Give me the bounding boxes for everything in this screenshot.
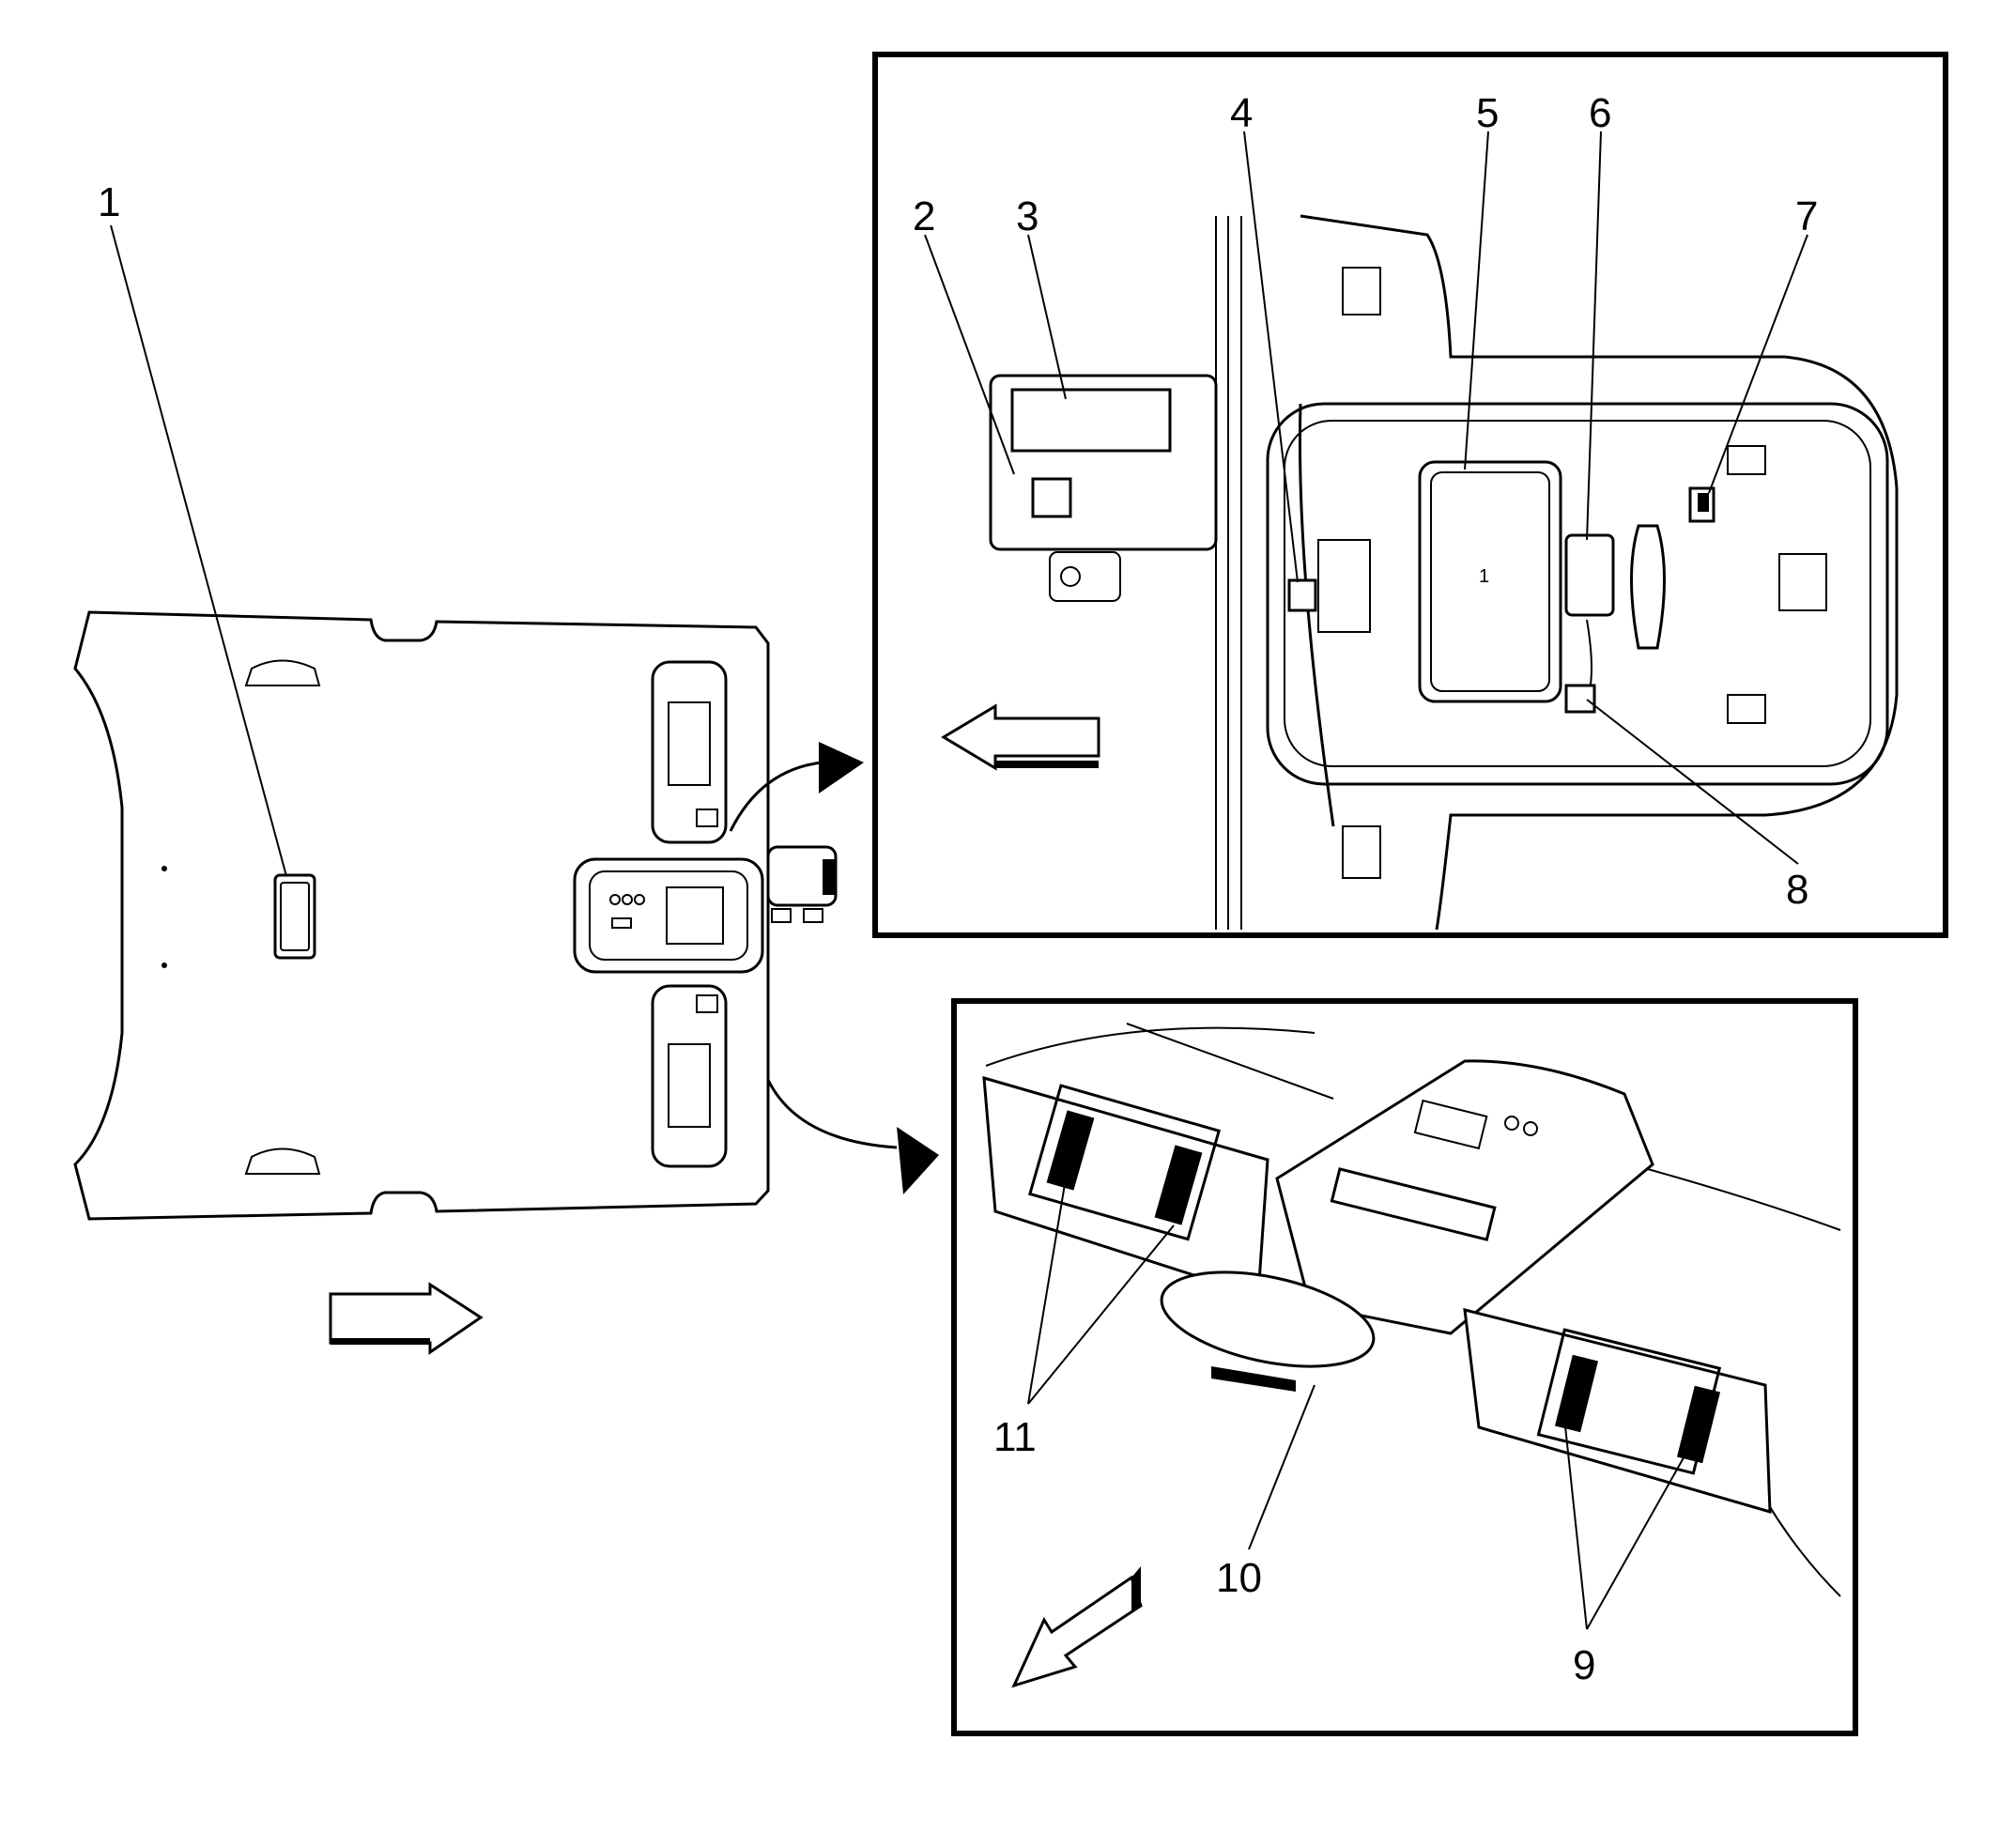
direction-arrow-icon (329, 1282, 484, 1355)
lamp-lens (1418, 460, 1562, 703)
headliner-overview (73, 610, 838, 1221)
callout-9: 9 (1573, 1642, 1595, 1688)
callout-4: 4 (1230, 90, 1253, 136)
lower-sunvisor (651, 984, 728, 1168)
module-connector (1564, 684, 1596, 714)
svg-text:1: 1 (1479, 566, 1489, 587)
callout-8: 8 (1786, 867, 1808, 913)
leader-lines (110, 131, 1808, 1630)
callout-7: 7 (1795, 193, 1818, 239)
callout-10: 10 (1216, 1555, 1262, 1601)
console-bezel (1266, 402, 1889, 786)
rearview-mirror (1160, 1270, 1376, 1368)
callout-3: 3 (1016, 193, 1038, 239)
courtesy-switch (1287, 578, 1317, 612)
module-housing (989, 374, 1218, 551)
callout-11: 11 (993, 1414, 1037, 1460)
overhead-console-detail-panel: 1 (872, 52, 1948, 938)
direction-arrow-icon (941, 703, 1100, 771)
callout-1: 1 (98, 179, 120, 225)
direction-arrow-icon (1011, 1566, 1143, 1688)
lamp-connector (1564, 533, 1615, 617)
module (1010, 388, 1172, 453)
upper-sunvisor (651, 660, 728, 844)
callout-5: 5 (1476, 90, 1499, 136)
module-connector-small (1031, 477, 1072, 518)
overhead-console-overview (573, 857, 764, 974)
sunvisor-detail-panel (951, 998, 1858, 1736)
callout-2: 2 (913, 193, 935, 239)
overhead-console (1275, 1059, 1654, 1335)
leader-arrow-icon (729, 742, 939, 1194)
callout-6: 6 (1589, 90, 1611, 136)
right-sunvisor (1463, 1308, 1772, 1515)
callout-labels: 1 2 3 4 5 6 7 8 9 10 11 (98, 90, 1818, 1688)
dome-lamp (273, 873, 316, 960)
